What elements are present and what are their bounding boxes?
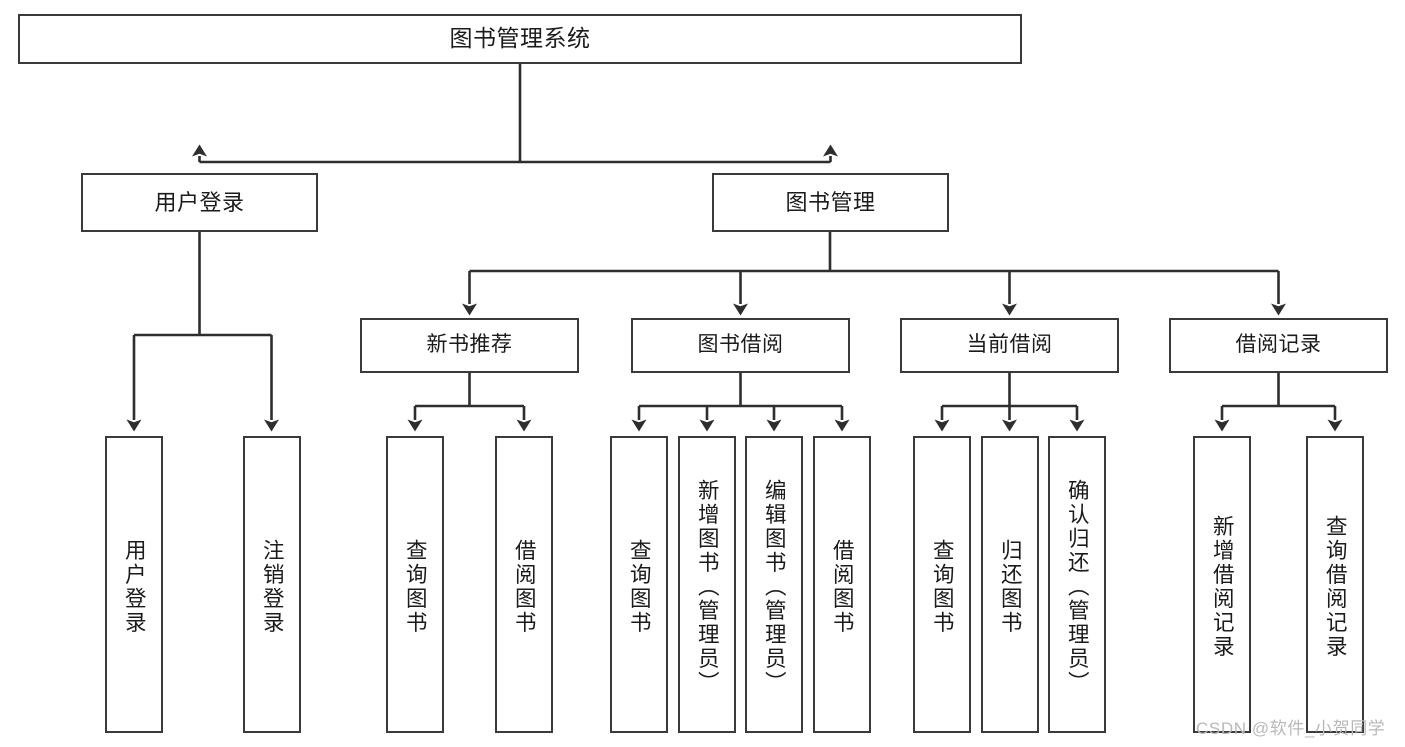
node-current-borrow[interactable]: 当前借阅 bbox=[900, 318, 1119, 373]
node-book-manage[interactable]: 图书管理 bbox=[712, 173, 949, 232]
node-user-login[interactable]: 用户登录 bbox=[81, 173, 318, 232]
node-book-borrow-label: 图书借阅 bbox=[697, 333, 784, 357]
node-book-borrow[interactable]: 图书借阅 bbox=[631, 318, 850, 373]
leaf-borrow-book-1-label: 借阅图书 bbox=[512, 538, 537, 635]
leaf-add-book-label: 新增图书（管理员） bbox=[695, 478, 720, 695]
node-borrow-record[interactable]: 借阅记录 bbox=[1169, 318, 1388, 373]
node-user-login-label: 用户登录 bbox=[154, 189, 245, 215]
leaf-query-book-2-label: 查询图书 bbox=[627, 538, 652, 635]
node-book-manage-label: 图书管理 bbox=[785, 189, 876, 215]
node-current-borrow-label: 当前借阅 bbox=[966, 333, 1053, 357]
node-borrow-record-label: 借阅记录 bbox=[1235, 333, 1322, 357]
leaf-user-login-label: 用户登录 bbox=[122, 538, 147, 635]
leaf-query-book-3[interactable]: 查询图书 bbox=[913, 436, 971, 733]
node-new-book-rec[interactable]: 新书推荐 bbox=[360, 318, 579, 373]
leaf-query-book-1[interactable]: 查询图书 bbox=[386, 436, 444, 733]
leaf-logout[interactable]: 注销登录 bbox=[243, 436, 301, 733]
leaf-borrow-book-2-label: 借阅图书 bbox=[830, 538, 855, 635]
leaf-query-book-1-label: 查询图书 bbox=[403, 538, 428, 635]
csdn-watermark: CSDN @软件_小贺同学 bbox=[1196, 719, 1386, 738]
leaf-add-book[interactable]: 新增图书（管理员） bbox=[678, 436, 736, 733]
leaf-add-record[interactable]: 新增借阅记录 bbox=[1193, 436, 1251, 733]
leaf-query-book-2[interactable]: 查询图书 bbox=[610, 436, 668, 733]
leaf-confirm-return-label: 确认归还（管理员） bbox=[1065, 478, 1090, 695]
leaf-edit-book-label: 编辑图书（管理员） bbox=[762, 478, 787, 695]
leaf-borrow-book-2[interactable]: 借阅图书 bbox=[813, 436, 871, 733]
leaf-query-book-3-label: 查询图书 bbox=[930, 538, 955, 635]
leaf-add-record-label: 新增借阅记录 bbox=[1210, 514, 1235, 659]
leaf-query-record[interactable]: 查询借阅记录 bbox=[1306, 436, 1364, 733]
node-root-label: 图书管理系统 bbox=[449, 25, 591, 52]
node-root[interactable]: 图书管理系统 bbox=[18, 14, 1022, 64]
node-new-book-rec-label: 新书推荐 bbox=[426, 333, 513, 357]
leaf-user-login[interactable]: 用户登录 bbox=[105, 436, 163, 733]
leaf-borrow-book-1[interactable]: 借阅图书 bbox=[495, 436, 553, 733]
leaf-logout-label: 注销登录 bbox=[260, 538, 285, 635]
leaf-edit-book[interactable]: 编辑图书（管理员） bbox=[745, 436, 803, 733]
leaf-return-book[interactable]: 归还图书 bbox=[981, 436, 1039, 733]
leaf-return-book-label: 归还图书 bbox=[998, 538, 1023, 635]
leaf-confirm-return[interactable]: 确认归还（管理员） bbox=[1048, 436, 1106, 733]
leaf-query-record-label: 查询借阅记录 bbox=[1323, 514, 1348, 659]
